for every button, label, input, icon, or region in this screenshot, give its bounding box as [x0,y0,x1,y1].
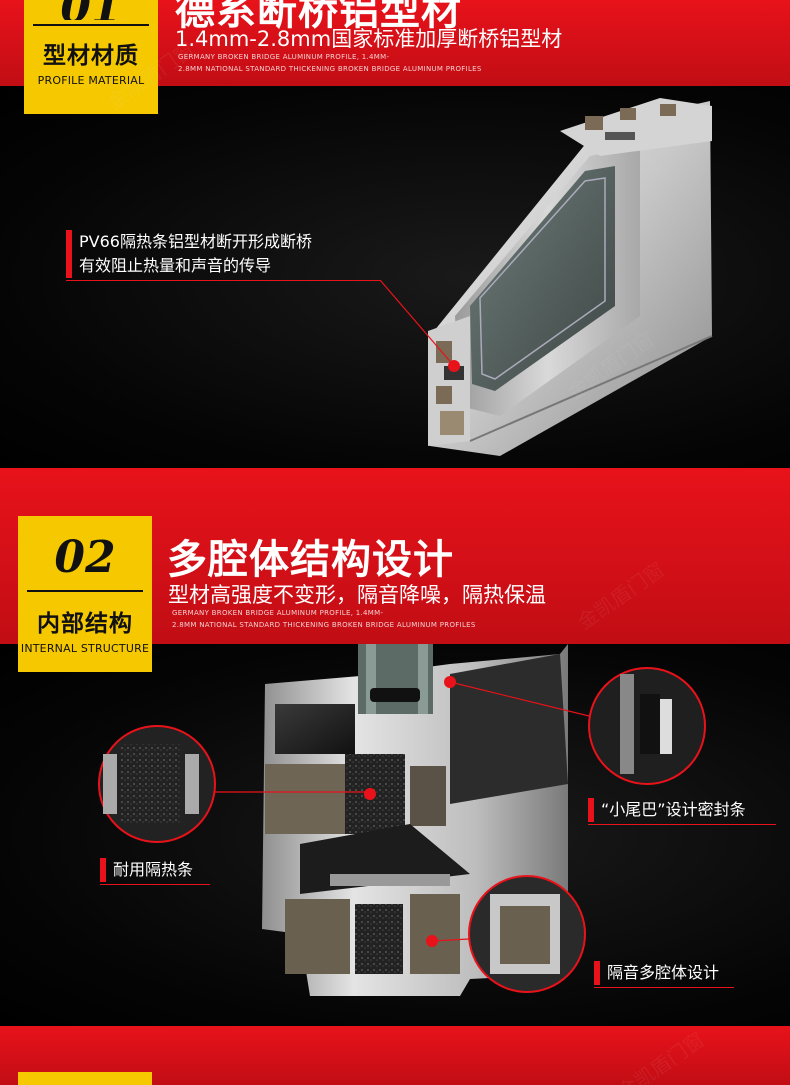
section2-badge-title: 内部结构 [37,611,133,637]
section1-badge-number: 01 [60,0,121,20]
insulation-strip-label: 耐用隔热条 [113,860,194,879]
section2-badge-number: 02 [54,532,116,583]
section2-english-line2: 2.8MM NATIONAL STANDARD THICKENING BROKE… [172,621,476,629]
section1-badge-subtitle: PROFILE MATERIAL [37,74,145,87]
insulation-strip-callout: 耐用隔热条 [100,858,193,882]
section2-title: 多腔体结构设计 [167,537,454,583]
multi-cavity-underline [594,987,734,988]
section2-badge-subtitle: INTERNAL STRUCTURE [20,642,150,655]
section1-title: 德系断桥铝型材 [175,0,462,34]
section2-badge: 02 内部结构 INTERNAL STRUCTURE [18,516,152,672]
profile-cross-section-illustration [98,644,706,996]
badge-divider [33,24,149,26]
multi-cavity-callout: 隔音多腔体设计 [594,961,719,985]
callout-marker [594,961,600,985]
seal-strip-underline [588,824,776,825]
badge-divider [27,590,143,592]
section1-callout: PV66隔热条铝型材断开形成断桥 有效阻止热量和声音的传导 [66,230,312,278]
section2-english-line1: GERMANY BROKEN BRIDGE ALUMINUM PROFILE, … [172,609,384,617]
section1-english-caption: GERMANY BROKEN BRIDGE ALUMINUM PROFILE, … [178,51,482,75]
insulation-strip-underline [100,884,210,885]
section1-badge-title: 型材材质 [43,43,139,69]
seal-strip-callout: “小尾巴”设计密封条 [588,798,746,822]
section1-callout-underline [66,280,381,281]
section1-badge: 01 型材材质 PROFILE MATERIAL [24,0,158,114]
multi-cavity-label: 隔音多腔体设计 [607,963,720,982]
callout-marker [588,798,594,822]
section1-subtitle: 1.4mm-2.8mm国家标准加厚断桥铝型材 [175,27,563,51]
section3-badge [18,1072,152,1085]
seal-strip-label: “小尾巴”设计密封条 [601,800,746,819]
callout-marker [66,230,72,278]
section2-english-caption: GERMANY BROKEN BRIDGE ALUMINUM PROFILE, … [172,607,476,631]
window-corner-illustration [379,98,713,456]
section1-callout-line2: 有效阻止热量和声音的传导 [79,256,272,275]
section2-subtitle: 型材高强度不变形，隔音降噪，隔热保温 [168,583,546,607]
section1-english-line2: 2.8MM NATIONAL STANDARD THICKENING BROKE… [178,65,482,73]
section1-callout-line1: PV66隔热条铝型材断开形成断桥 [79,232,312,251]
section1-english-line1: GERMANY BROKEN BRIDGE ALUMINUM PROFILE, … [178,53,390,61]
callout-marker [100,858,106,882]
